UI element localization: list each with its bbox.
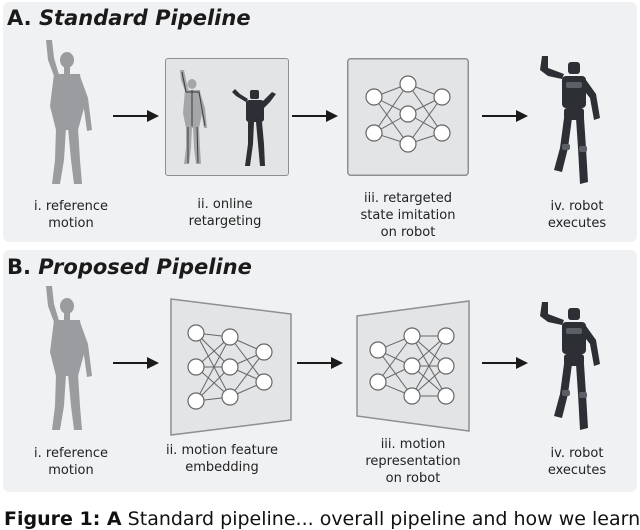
arrow-a-3 [482,110,528,122]
step-a-robot-executes: iv. robot executes [547,199,607,231]
step-b-robot-executes: iv. robot executes [547,446,607,478]
robot-figure-a [540,56,600,184]
robot-figure-small [232,89,276,166]
step-a-online-retargeting: ii. online retargeting [188,197,262,229]
panel-standard-pipeline [3,2,637,242]
section-a-title: A. Standard Pipeline [7,6,251,30]
robot-figure-b [540,302,600,430]
panel-proposed-pipeline [3,250,637,492]
state-imitation-network [347,58,469,176]
step-b-motion-representation: iii. motion representation on robot [365,437,461,486]
section-b-title: B. Proposed Pipeline [7,255,252,279]
arrow-a-2 [292,110,338,122]
step-a-state-imitation: iii. retargeted state imitation on robot [360,191,456,240]
motion-representation-decoder [356,300,470,432]
step-b-motion-feature-embedding: ii. motion feature embedding [165,443,279,475]
arrow-b-1 [113,357,159,369]
arrow-b-2 [297,357,343,369]
figure-caption: Figure 1: A Standard pipeline... overall… [4,508,640,530]
arrow-a-1 [113,110,159,122]
motion-feature-encoder [170,298,292,436]
step-b-reference-motion: i. reference motion [34,446,108,478]
human-skeleton-figure [180,70,207,164]
human-figure-b [46,286,92,430]
arrow-b-3 [482,357,528,369]
step-a-reference-motion: i. reference motion [34,199,108,231]
human-figure-a [46,40,92,184]
